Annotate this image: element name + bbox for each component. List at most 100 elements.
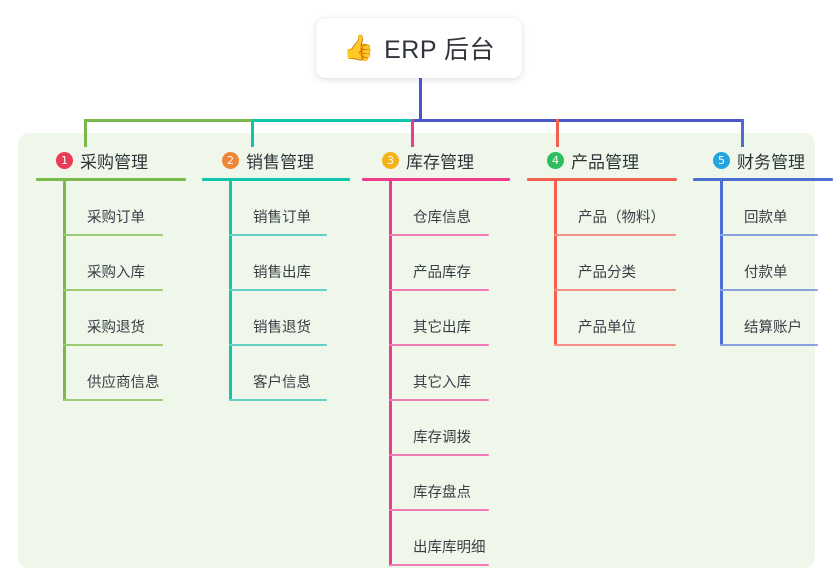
leaf-item-rule	[389, 344, 489, 346]
leaf-item-rule	[554, 289, 676, 291]
leaf-item-label: 回款单	[744, 210, 788, 226]
leaf-item-rule	[229, 344, 327, 346]
leaf-item-rule	[720, 234, 818, 236]
leaf-item[interactable]: 客户信息	[229, 346, 370, 401]
branch-header-3[interactable]: 3 库存管理	[362, 145, 530, 175]
leaf-item-rule	[63, 234, 163, 236]
branch-number-badge-1: 1	[56, 151, 73, 169]
thumbs-up-icon: 👍	[342, 33, 375, 62]
leaf-item[interactable]: 采购退货	[63, 291, 206, 346]
leaf-item-label: 供应商信息	[87, 375, 160, 391]
leaf-item-label: 产品分类	[578, 265, 636, 281]
branch-drop-1	[84, 119, 87, 147]
branch-items-2: 销售订单销售出库销售退货客户信息	[229, 181, 370, 401]
leaf-item-rule	[389, 289, 489, 291]
branch-title-5: 财务管理	[737, 152, 805, 172]
branch-column-3: 3 库存管理仓库信息产品库存其它出库其它入库库存调拨库存盘点出库库明细	[362, 145, 530, 566]
leaf-item-label: 库存盘点	[413, 485, 471, 501]
leaf-item-rule	[554, 344, 676, 346]
leaf-item[interactable]: 销售出库	[229, 236, 370, 291]
leaf-item[interactable]: 产品（物料）	[554, 181, 697, 236]
branch-items-1: 采购订单采购入库采购退货供应商信息	[63, 181, 206, 401]
root-node-title: ERP 后台	[384, 36, 496, 64]
leaf-item-label: 产品（物料）	[578, 210, 665, 226]
bus-segment-1	[84, 119, 254, 122]
leaf-item[interactable]: 库存调拨	[389, 401, 530, 456]
leaf-item-rule	[63, 399, 163, 401]
leaf-item[interactable]: 其它入库	[389, 346, 530, 401]
leaf-item-label: 销售订单	[253, 210, 311, 226]
leaf-item[interactable]: 其它出库	[389, 291, 530, 346]
leaf-item-rule	[389, 399, 489, 401]
leaf-item-rule	[720, 289, 818, 291]
leaf-item-label: 销售出库	[253, 265, 311, 281]
branch-column-5: 5 财务管理回款单付款单结算账户	[693, 145, 839, 346]
branch-spine-3	[389, 181, 392, 566]
leaf-item-label: 产品库存	[413, 265, 471, 281]
root-node[interactable]: 👍 ERP 后台	[316, 18, 522, 78]
branch-spine-5	[720, 181, 723, 346]
leaf-item[interactable]: 采购入库	[63, 236, 206, 291]
branch-spine-2	[229, 181, 232, 401]
branch-number-badge-2: 2	[222, 151, 239, 169]
branch-drop-5	[741, 119, 744, 147]
leaf-item[interactable]: 仓库信息	[389, 181, 530, 236]
branch-number-badge-4: 4	[547, 151, 564, 169]
branch-items-4: 产品（物料） 产品分类产品单位	[554, 181, 697, 346]
leaf-item-label: 付款单	[744, 265, 788, 281]
branch-spine-4	[554, 181, 557, 346]
branch-title-3: 库存管理	[406, 152, 474, 172]
branch-rule-4	[527, 178, 677, 181]
branch-rule-2	[202, 178, 350, 181]
branch-spine-1	[63, 181, 66, 401]
branch-number-badge-3: 3	[382, 151, 399, 169]
bus-segment-4	[556, 119, 744, 122]
leaf-item[interactable]: 产品分类	[554, 236, 697, 291]
leaf-item-label: 库存调拨	[413, 430, 471, 446]
branch-header-2[interactable]: 2 销售管理	[202, 145, 370, 175]
leaf-item-rule	[229, 399, 327, 401]
leaf-item-rule	[720, 344, 818, 346]
leaf-item-rule	[229, 289, 327, 291]
bus-segment-3	[411, 119, 559, 122]
branch-rule-5	[693, 178, 833, 181]
leaf-item[interactable]: 产品单位	[554, 291, 697, 346]
leaf-item[interactable]: 采购订单	[63, 181, 206, 236]
leaf-item-label: 产品单位	[578, 320, 636, 336]
leaf-item-rule	[389, 454, 489, 456]
leaf-item[interactable]: 出库库明细	[389, 511, 530, 566]
leaf-item-label: 结算账户	[744, 320, 802, 336]
branch-items-5: 回款单付款单结算账户	[720, 181, 839, 346]
branch-title-2: 销售管理	[246, 152, 314, 172]
leaf-item[interactable]: 销售订单	[229, 181, 370, 236]
leaf-item-label: 客户信息	[253, 375, 311, 391]
leaf-item-label: 销售退货	[253, 320, 311, 336]
branch-number-badge-5: 5	[713, 151, 730, 169]
leaf-item[interactable]: 回款单	[720, 181, 839, 236]
leaf-item-label: 出库库明细	[413, 540, 486, 556]
leaf-item-label: 仓库信息	[413, 210, 471, 226]
branch-drop-2	[251, 119, 254, 147]
leaf-item-rule	[554, 234, 676, 236]
leaf-item[interactable]: 付款单	[720, 236, 839, 291]
leaf-item-rule	[229, 234, 327, 236]
branch-drop-3	[411, 119, 414, 147]
leaf-item[interactable]: 供应商信息	[63, 346, 206, 401]
leaf-item[interactable]: 产品库存	[389, 236, 530, 291]
root-stem	[419, 76, 422, 122]
leaf-item-label: 采购退货	[87, 320, 145, 336]
leaf-item-label: 采购入库	[87, 265, 145, 281]
branch-drop-4	[556, 119, 559, 147]
leaf-item[interactable]: 销售退货	[229, 291, 370, 346]
leaf-item-rule	[389, 234, 489, 236]
leaf-item-label: 其它出库	[413, 320, 471, 336]
leaf-item-rule	[63, 344, 163, 346]
leaf-item[interactable]: 库存盘点	[389, 456, 530, 511]
branch-column-2: 2 销售管理销售订单销售出库销售退货客户信息	[202, 145, 370, 401]
leaf-item[interactable]: 结算账户	[720, 291, 839, 346]
branch-header-5[interactable]: 5 财务管理	[693, 145, 839, 175]
